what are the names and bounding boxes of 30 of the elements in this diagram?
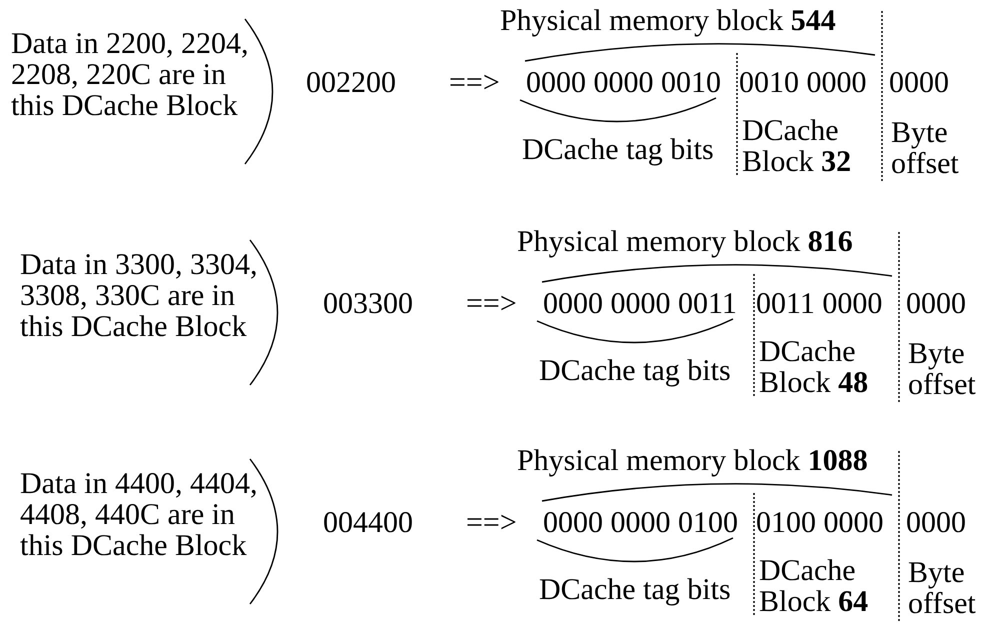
field-label: Byte offset	[908, 338, 977, 400]
tag-bits: 0000 0000 0011	[543, 288, 737, 319]
offset-bits: 0000	[906, 507, 966, 538]
block-label: Physical memory block 544	[500, 5, 836, 36]
field-label: DCache tag bits	[539, 355, 731, 386]
offset-bits: 0000	[906, 288, 966, 319]
block-label: Physical memory block 1088	[517, 445, 868, 476]
index-bits: 0011 0000	[756, 288, 882, 319]
arrow-text: ==>	[449, 67, 500, 98]
hex-address: 003300	[323, 288, 413, 319]
index-bits: 0010 0000	[739, 67, 866, 98]
address-note: Data in 3300, 3304, 3308, 330C are in this DCache Block	[20, 249, 258, 342]
arrow-text: ==>	[466, 507, 517, 538]
field-label: DCache tag bits	[539, 574, 731, 605]
field-label: Byte offset	[891, 117, 960, 179]
tag-bits: 0000 0000 0010	[526, 67, 721, 98]
address-note: Data in 4400, 4404, 4408, 440C are in this DCache Block	[20, 468, 258, 561]
field-label: DCache tag bits	[522, 134, 714, 165]
field-label: Byte offset	[908, 557, 977, 619]
field-label: DCache Block 32	[742, 115, 852, 177]
tag-bits: 0000 0000 0100	[543, 507, 738, 538]
offset-bits: 0000	[889, 67, 949, 98]
index-bits: 0100 0000	[756, 507, 884, 538]
block-label: Physical memory block 816	[517, 226, 853, 257]
arrow-text: ==>	[466, 288, 517, 319]
hex-address: 004400	[323, 507, 413, 538]
hex-address: 002200	[306, 67, 396, 98]
address-note: Data in 2200, 2204, 2208, 220C are in this DCache Block	[11, 28, 250, 121]
field-label: DCache Block 48	[759, 336, 870, 398]
field-label: DCache Block 64	[759, 555, 870, 617]
